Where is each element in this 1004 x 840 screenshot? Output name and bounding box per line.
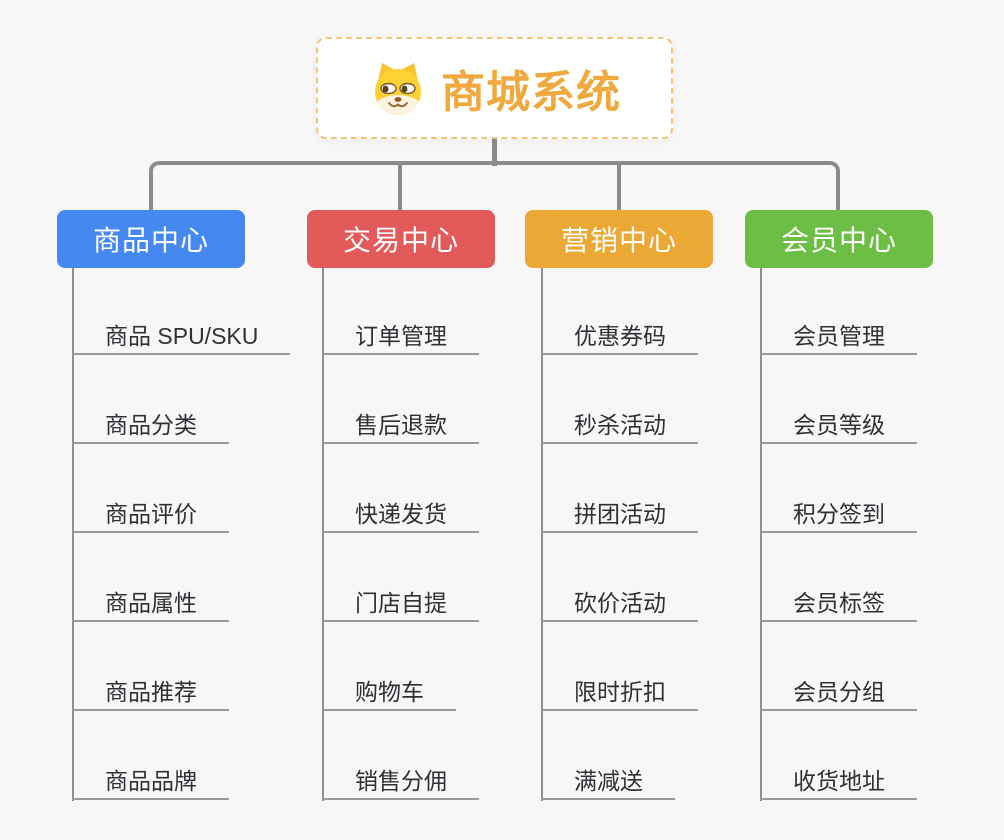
child-item[interactable]: 会员分组: [760, 676, 917, 711]
child-item[interactable]: 商品品牌: [72, 765, 229, 800]
child-item[interactable]: 订单管理: [322, 320, 479, 355]
connector-drop-marketing: [617, 165, 621, 210]
root-node[interactable]: 商城系统: [316, 37, 673, 139]
branch-label: 交易中心: [342, 225, 459, 256]
branch-label: 商品中心: [92, 225, 209, 256]
child-item[interactable]: 会员管理: [760, 320, 917, 355]
child-item[interactable]: 购物车: [322, 676, 456, 711]
child-item[interactable]: 销售分佣: [322, 765, 479, 800]
child-item[interactable]: 满减送: [541, 765, 675, 800]
child-item[interactable]: 商品推荐: [72, 676, 229, 711]
child-item[interactable]: 售后退款: [322, 409, 479, 444]
child-item[interactable]: 商品 SPU/SKU: [72, 320, 291, 355]
connector-column-line-product: [72, 268, 74, 801]
branch-label: 营销中心: [560, 225, 677, 256]
connector-drop-trade: [398, 165, 402, 210]
branch-label: 会员中心: [780, 225, 897, 256]
connector-column-line-member: [760, 268, 762, 801]
branch-node-trade-center[interactable]: 交易中心: [307, 210, 495, 268]
child-item[interactable]: 商品分类: [72, 409, 229, 444]
child-item[interactable]: 快递发货: [322, 498, 479, 533]
child-item[interactable]: 秒杀活动: [541, 409, 698, 444]
child-item[interactable]: 优惠券码: [541, 320, 698, 355]
child-item[interactable]: 收货地址: [760, 765, 917, 800]
branch-node-member-center[interactable]: 会员中心: [745, 210, 933, 268]
child-item[interactable]: 商品属性: [72, 587, 229, 622]
child-item[interactable]: 会员标签: [760, 587, 917, 622]
branch-node-marketing-center[interactable]: 营销中心: [525, 210, 713, 268]
child-item[interactable]: 限时折扣: [541, 676, 698, 711]
root-title: 商城系统: [441, 68, 621, 117]
dog-face-icon: [375, 63, 421, 115]
child-item[interactable]: 会员等级: [760, 409, 917, 444]
child-item[interactable]: 砍价活动: [541, 587, 698, 622]
child-item[interactable]: 积分签到: [760, 498, 917, 533]
connector-root-drop: [492, 139, 497, 166]
connector-column-line-trade: [322, 268, 324, 801]
connector-column-line-marketing: [541, 268, 543, 801]
connector-branch-frame: [149, 161, 840, 210]
child-item[interactable]: 门店自提: [322, 587, 479, 622]
branch-node-product-center[interactable]: 商品中心: [57, 210, 245, 268]
child-item[interactable]: 商品评价: [72, 498, 229, 533]
child-item[interactable]: 拼团活动: [541, 498, 698, 533]
